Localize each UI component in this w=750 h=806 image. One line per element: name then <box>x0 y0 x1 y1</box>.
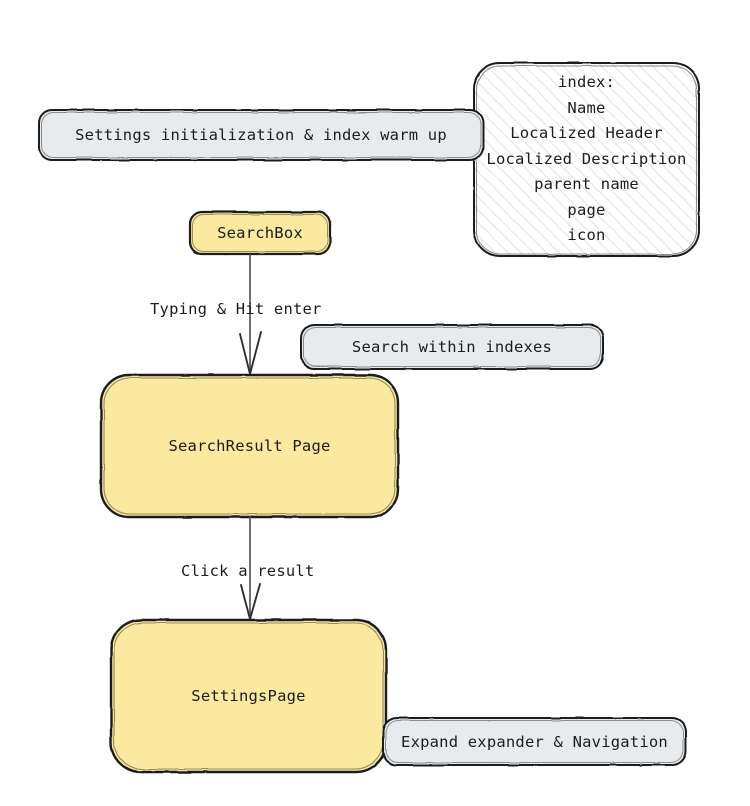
settings-init-note-shape <box>38 109 484 161</box>
settings-page-label: SettingsPage <box>191 687 306 705</box>
index-box-lines: index: Name Localized Header Localized D… <box>474 63 699 256</box>
edge-searchresult-to-settingspage-line <box>240 516 261 620</box>
expand-expander-note-label: Expand expander & Navigation <box>401 732 668 751</box>
index-line-2: Localized Header <box>510 124 663 143</box>
edge-searchbox-to-searchresult-line <box>239 254 262 375</box>
search-within-indexes-note-label: Search within indexes <box>351 338 553 356</box>
index-line-6: icon <box>567 226 606 245</box>
searchbox-shape <box>188 210 332 256</box>
searchresult-page-label: SearchResult Page <box>168 437 331 455</box>
searchbox-label: SearchBox <box>217 224 303 242</box>
index-line-4: parent name <box>534 175 639 194</box>
index-line-3: Localized Description <box>486 149 687 168</box>
settings-init-note-label: Settings initialization & index warm up <box>75 126 447 144</box>
search-within-indexes-note-shape <box>300 324 604 370</box>
expand-expander-note-shape <box>382 717 687 766</box>
edge-label-typing-hit-enter: Typing & Hit enter <box>150 300 322 318</box>
index-box-shape <box>473 62 700 257</box>
edge-label-click-a-result: Click a result <box>181 562 315 580</box>
index-line-1: Name <box>567 98 606 117</box>
settings-page-shape <box>109 618 388 774</box>
index-line-0: index: <box>557 73 616 92</box>
index-line-5: page <box>567 200 606 219</box>
searchresult-page-shape <box>99 373 400 519</box>
